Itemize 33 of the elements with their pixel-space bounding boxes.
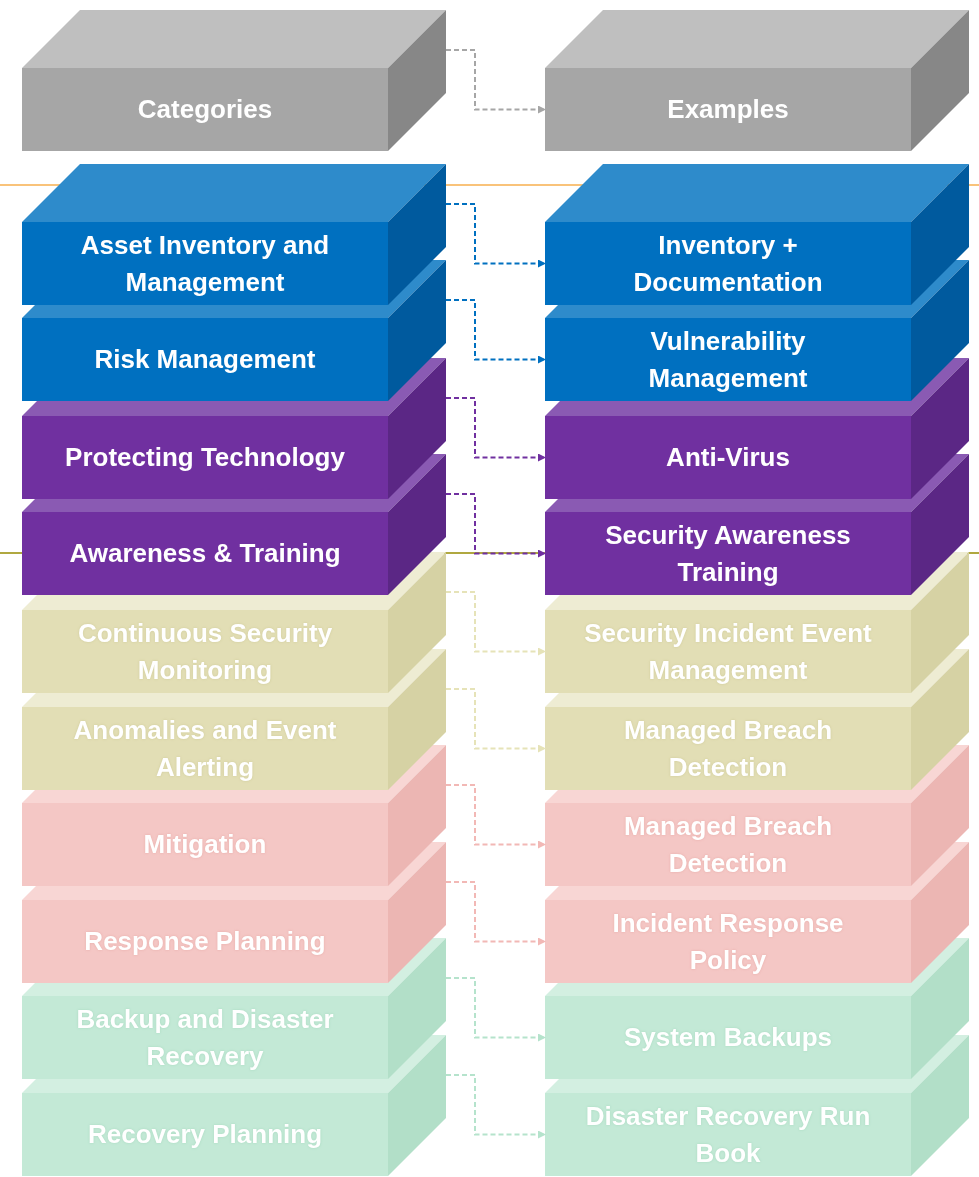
block-label: Anomalies and Event Alerting xyxy=(72,714,338,784)
dashed-arrow xyxy=(445,784,546,849)
block-label: Backup and Disaster Recovery xyxy=(75,1003,335,1073)
block-label: Continuous Security Monitoring xyxy=(76,617,334,687)
block-label: Recovery Planning xyxy=(87,1118,323,1152)
dashed-arrow xyxy=(445,493,546,558)
block-label: Protecting Technology xyxy=(65,441,345,475)
block-label: Managed Breach Detection xyxy=(622,810,834,880)
dashed-arrow xyxy=(445,1074,546,1139)
block-label: Categories xyxy=(137,93,273,127)
dashed-arrow xyxy=(445,299,546,364)
dashed-arrow xyxy=(445,881,546,946)
dashed-arrow xyxy=(445,203,546,268)
block-label: Mitigation xyxy=(143,828,267,862)
block-label: Examples xyxy=(667,93,789,127)
block-label: Anti-Virus xyxy=(666,441,790,475)
dashed-arrow xyxy=(445,977,546,1042)
block-label: Risk Management xyxy=(94,343,316,377)
block-label: Security Awareness Training xyxy=(604,519,852,589)
block-label: Disaster Recovery Run Book xyxy=(584,1100,872,1170)
dashed-arrow xyxy=(445,49,546,114)
block-label: Managed Breach Detection xyxy=(622,714,834,784)
dashed-arrow xyxy=(445,688,546,753)
block-label: Response Planning xyxy=(84,925,326,959)
block-label: Security Incident Event Management xyxy=(583,617,873,687)
block-label: System Backups xyxy=(623,1021,833,1055)
block-label: Inventory + Documentation xyxy=(632,229,824,299)
dashed-arrow xyxy=(445,397,546,462)
dashed-arrow xyxy=(445,591,546,656)
block-label: Incident Response Policy xyxy=(611,907,845,977)
block-label: Asset Inventory and Management xyxy=(79,229,331,299)
block-label: Vulnerability Management xyxy=(647,325,809,395)
block-label: Awareness & Training xyxy=(69,537,341,571)
